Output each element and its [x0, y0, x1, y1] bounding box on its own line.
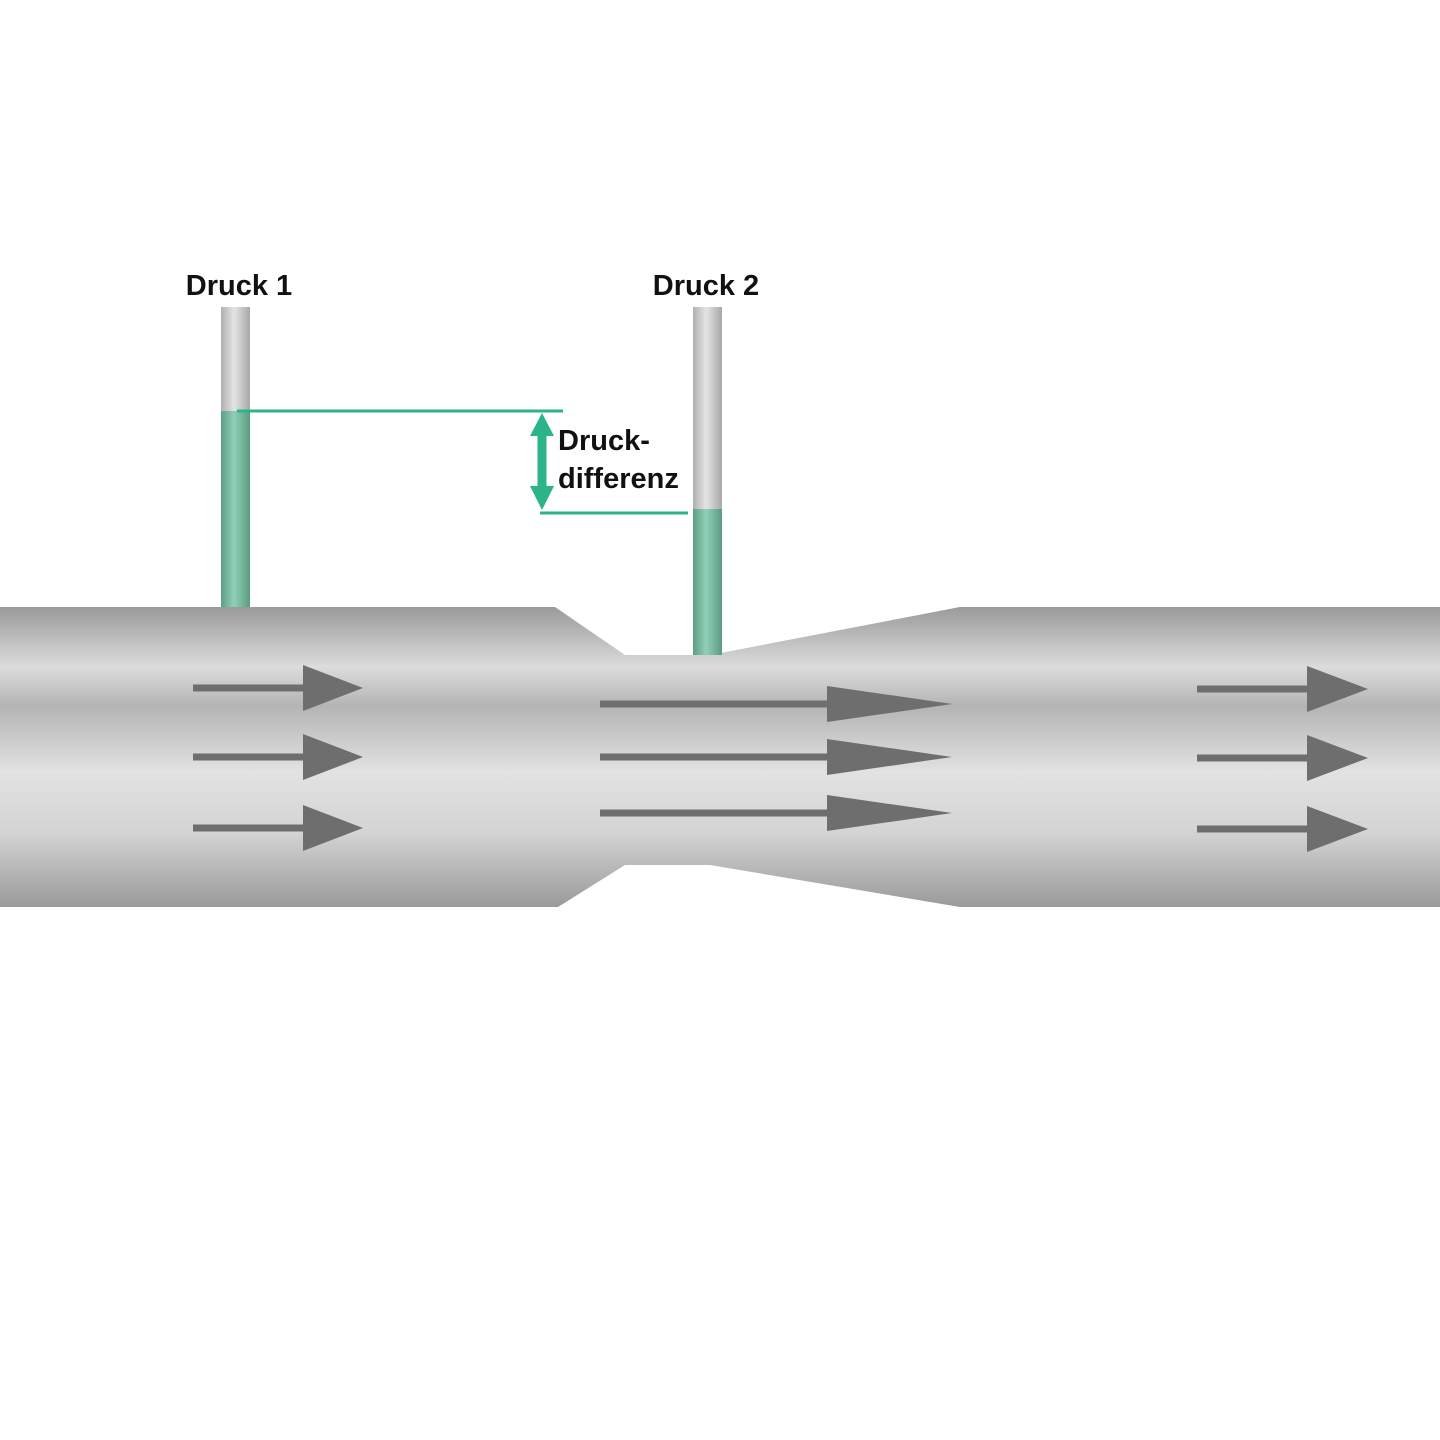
pressure-difference-indicator — [237, 409, 688, 515]
arrow-up-icon — [530, 413, 554, 436]
label-difference-line1: Druck- — [558, 425, 650, 457]
label-difference-line2: differenz — [558, 463, 679, 495]
flow-arrows-inlet — [193, 665, 363, 851]
fluid-column-1 — [221, 411, 250, 607]
fluid-column-2 — [693, 509, 722, 655]
label-pressure-1: Druck 1 — [186, 270, 292, 302]
pressure-tube-2 — [693, 307, 722, 655]
flow-arrows-throat — [600, 686, 952, 831]
pressure-tube-1 — [221, 307, 250, 607]
label-pressure-2: Druck 2 — [653, 270, 759, 302]
arrow-down-icon — [530, 486, 554, 510]
flow-arrows-outlet — [1197, 666, 1368, 852]
